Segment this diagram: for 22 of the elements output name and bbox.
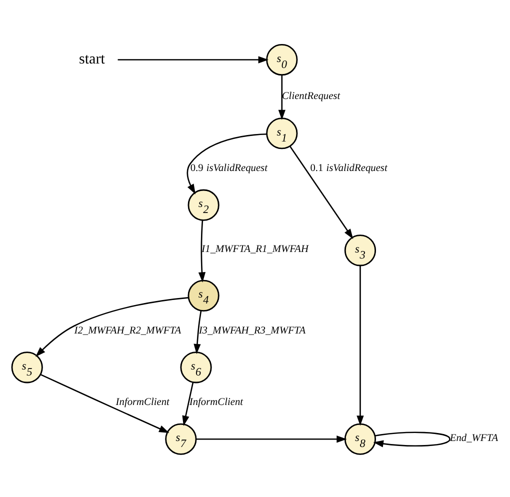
arrow bbox=[194, 310, 202, 354]
edge-label: I3_MWFAH_R3_MWFTA bbox=[198, 325, 306, 336]
edge-label: ClientRequest bbox=[282, 91, 340, 102]
node-text: start bbox=[79, 51, 105, 68]
arrow bbox=[182, 382, 194, 426]
edge-label: 0.1 isValidRequest bbox=[310, 162, 388, 174]
arrow bbox=[40, 374, 170, 433]
arrow bbox=[289, 146, 354, 240]
edge-label: End_WFTA bbox=[450, 432, 498, 444]
edge-label: 0.9 isValidRequest bbox=[190, 162, 268, 174]
edge-label: InformClient bbox=[189, 396, 244, 408]
arrow bbox=[373, 432, 451, 448]
arrow bbox=[196, 436, 347, 443]
edge-label: I1_MWFTA_R1_MWFAH bbox=[202, 244, 308, 256]
arrow bbox=[35, 297, 188, 357]
arrow bbox=[118, 56, 269, 64]
arrow bbox=[278, 74, 286, 120]
edge-label: InformClient bbox=[116, 396, 170, 408]
arrow bbox=[198, 220, 206, 282]
arrow bbox=[186, 133, 267, 194]
arrow bbox=[356, 266, 364, 426]
edge-label: I2_MWFAH_R2_MWFTA bbox=[74, 325, 182, 336]
